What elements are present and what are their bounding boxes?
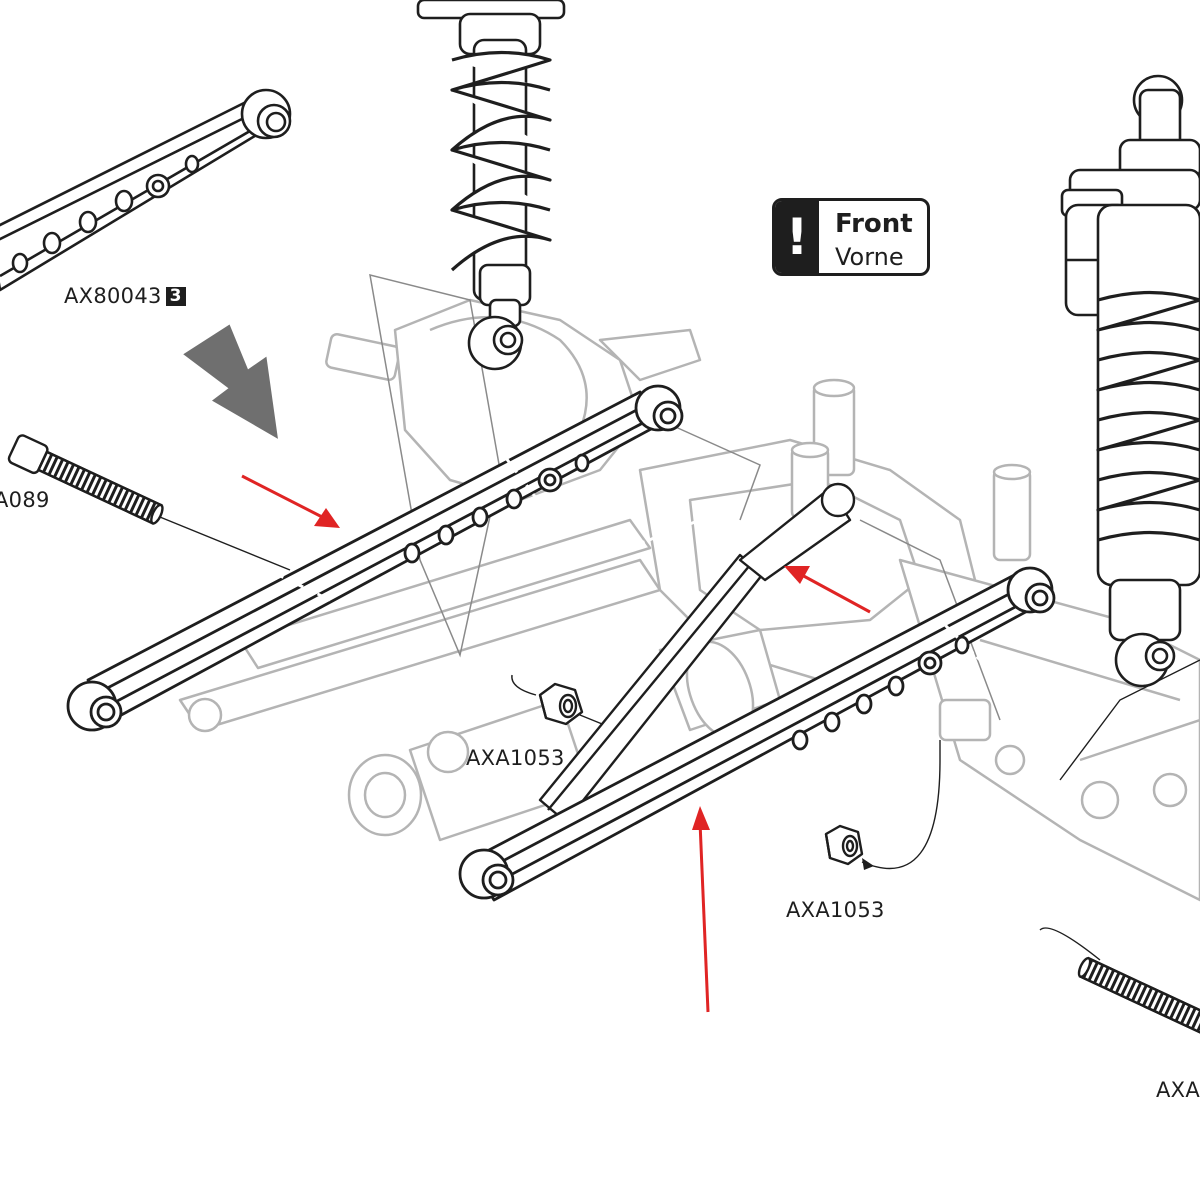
link-break-marks: [267, 449, 982, 662]
front-shock: [416, 0, 566, 371]
callout-arrow-center: [784, 566, 871, 614]
part-label-axa-right: AXA: [1156, 1078, 1200, 1102]
callout-arrow-lower: [692, 806, 710, 1013]
lower-link-right: [458, 566, 1056, 902]
nut-axa1053-right: [824, 824, 864, 866]
direction-arrow: [183, 324, 278, 439]
screw-axa: [1077, 956, 1200, 1038]
center-upper-link: [538, 482, 856, 824]
nut-axa1053-center: [538, 682, 584, 726]
leader-lines: [154, 514, 1200, 961]
exclamation-icon: !: [775, 201, 819, 273]
part-code: AX80043: [64, 284, 162, 308]
leader-arrowhead: [862, 858, 874, 870]
upper-link-left: [66, 384, 684, 732]
part-label-axa1053-right: AXA1053: [786, 898, 885, 922]
callout-arrows: [241, 474, 871, 1013]
part-label-axa1053-center: AXA1053: [466, 746, 565, 770]
callout-arrow-upper-left: [241, 474, 340, 528]
notice-line-front: Front: [835, 209, 913, 239]
spare-link-ax80043: [0, 88, 292, 292]
quantity-badge: 3: [165, 287, 186, 306]
rear-shock: [1060, 74, 1200, 688]
front-notice: ! Front Vorne: [772, 198, 930, 276]
notice-line-vorne: Vorne: [835, 243, 904, 271]
screw-a089: [7, 434, 164, 525]
part-label-a089: A089: [0, 488, 50, 512]
